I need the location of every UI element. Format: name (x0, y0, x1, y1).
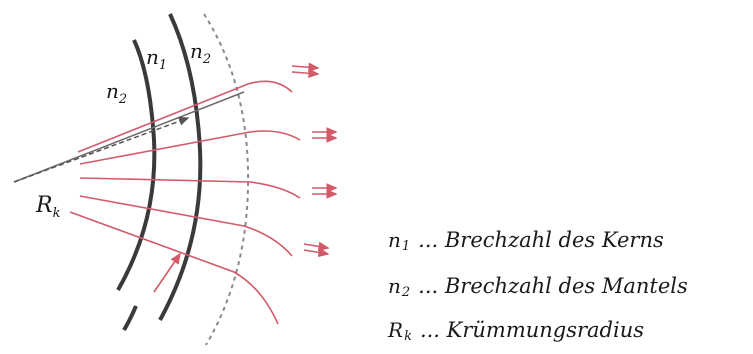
outer-core-boundary (158, 13, 203, 321)
legend-row-n1: n1 ... Brechzahl des Kerns (388, 228, 664, 254)
legend-text: ... Brechzahl des Kerns (418, 228, 664, 252)
legend-row-rk: Rk ... Krümmungsradius (388, 318, 644, 344)
inner-cladding-boundary (116, 39, 157, 291)
exit-arrows-1 (291, 62, 320, 79)
radius-guide-line-2 (13, 116, 190, 183)
inner-cladding-lower-segment (122, 305, 138, 332)
legend-text: ... Brechzahl des Mantels (418, 274, 688, 298)
ray-2 (79, 130, 301, 165)
legend-text: ... Krümmungsradius (419, 318, 645, 342)
legend-symbol: n1 (388, 228, 411, 254)
label-n2-outer: n2 (190, 39, 211, 67)
ray-entry-arrow (153, 252, 181, 293)
exit-arrows-4 (303, 241, 330, 258)
legend-symbol: n2 (388, 274, 411, 300)
ray-1 (77, 80, 293, 153)
ray-4 (79, 195, 293, 257)
radius-guide-line-1 (13, 91, 245, 183)
outer-dashed-boundary (203, 13, 250, 346)
ray-5 (69, 211, 279, 325)
exit-arrows-3 (312, 183, 338, 199)
legend-row-n2: n2 ... Brechzahl des Mantels (388, 274, 688, 300)
ray-3 (79, 177, 301, 199)
exit-arrows-2 (312, 127, 338, 143)
legend-symbol: Rk (388, 318, 412, 344)
label-rk: Rk (35, 193, 61, 221)
label-n1: n1 (146, 45, 167, 73)
label-n2-inner: n2 (106, 79, 127, 107)
